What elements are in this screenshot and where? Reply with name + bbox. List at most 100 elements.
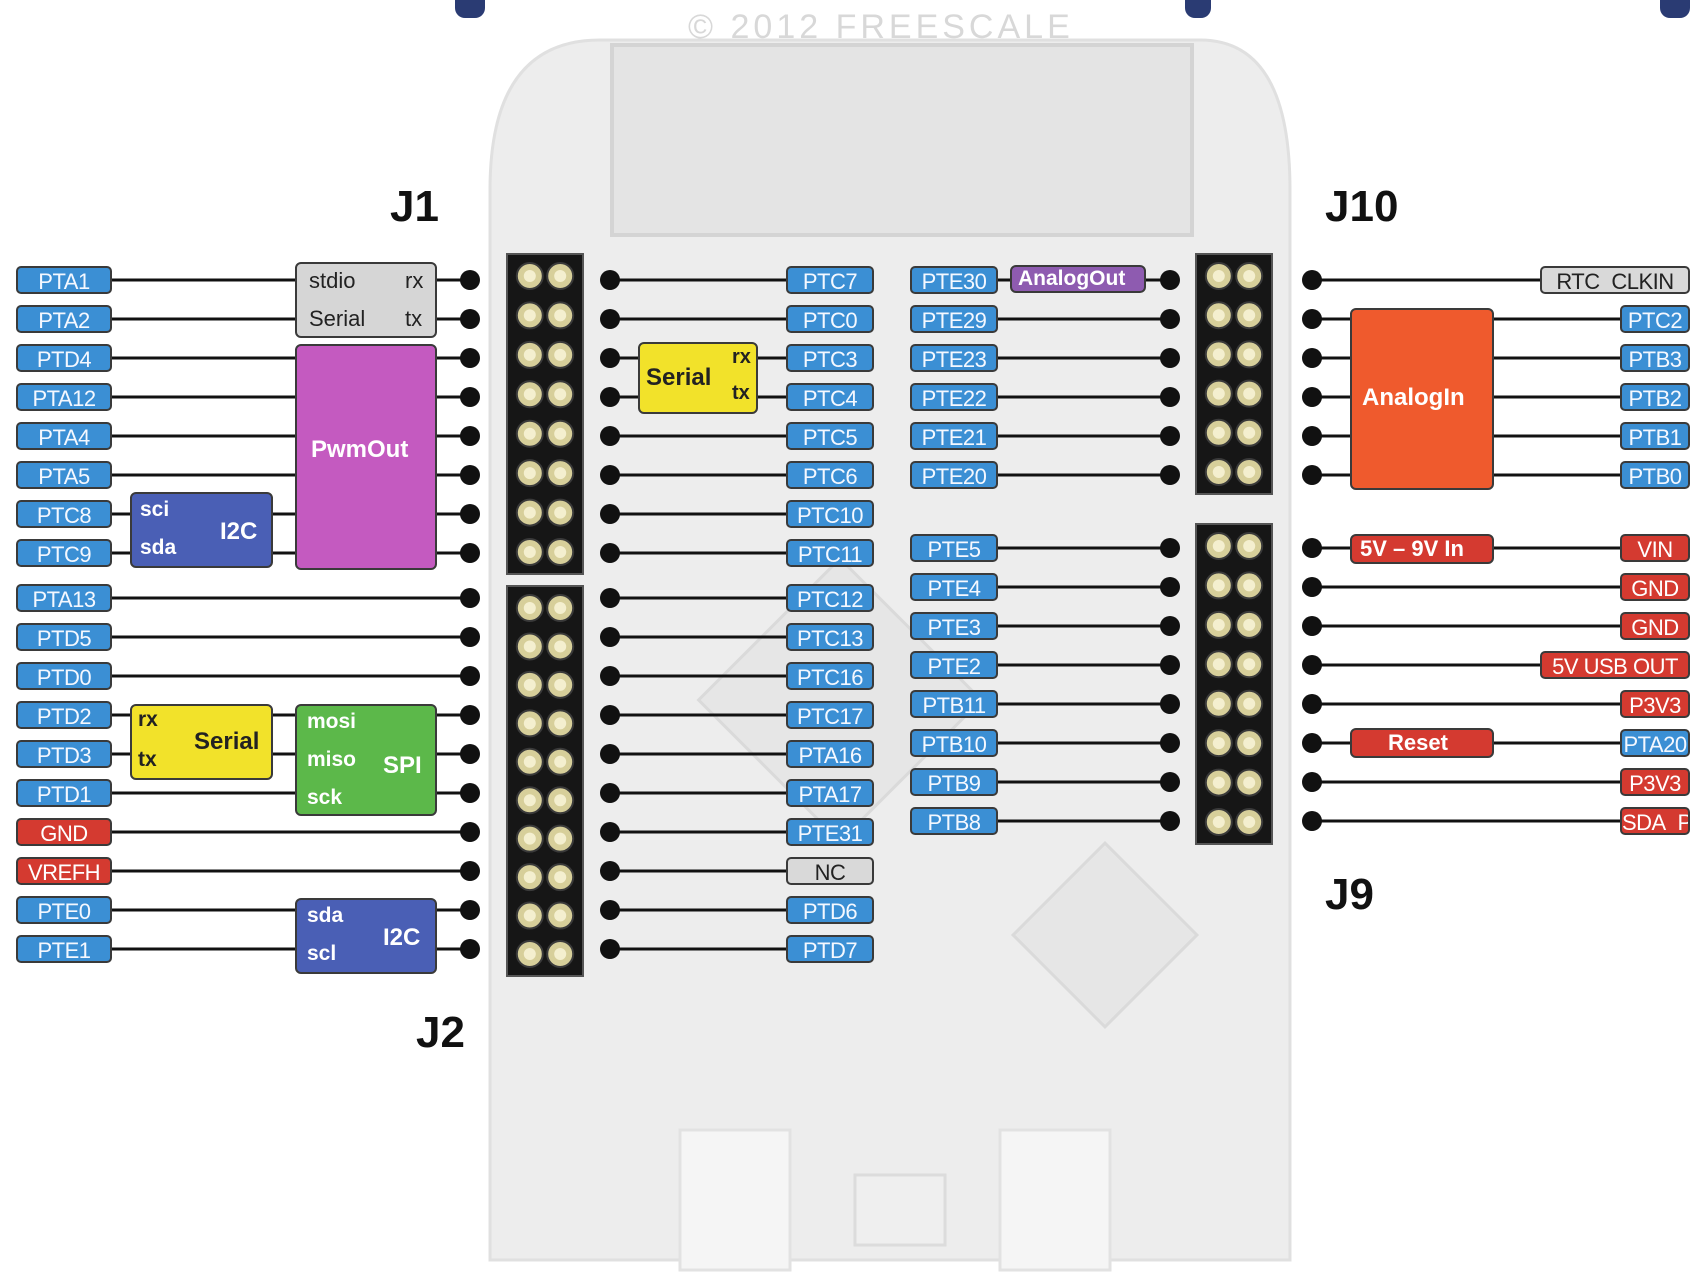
pin-endpoint bbox=[1302, 348, 1322, 368]
pin-label: PTD0 bbox=[16, 662, 112, 690]
pin-endpoint bbox=[600, 504, 620, 524]
header-pin-hole bbox=[524, 794, 536, 806]
header-pin-hole bbox=[524, 388, 536, 400]
pin-endpoint bbox=[600, 270, 620, 290]
pin-label: PTD6 bbox=[786, 896, 874, 924]
pin-endpoint bbox=[1302, 387, 1322, 407]
header-pin-hole bbox=[554, 428, 566, 440]
pin-label: PTC7 bbox=[786, 266, 874, 294]
pin-endpoint bbox=[1160, 387, 1180, 407]
header-pin-hole bbox=[524, 833, 536, 845]
pin-endpoint bbox=[460, 348, 480, 368]
header-pin-hole bbox=[554, 794, 566, 806]
header-pin-hole bbox=[524, 756, 536, 768]
pin-label: PTC16 bbox=[786, 662, 874, 690]
pin-label: PTE4 bbox=[910, 573, 998, 601]
header-pin-hole bbox=[1243, 540, 1255, 552]
header-pin-hole bbox=[554, 910, 566, 922]
spi-block: mosi miso sck SPI bbox=[295, 704, 437, 816]
mosi-label: mosi bbox=[307, 710, 356, 734]
pin-label: GND bbox=[1620, 573, 1690, 601]
pin-label: PTD4 bbox=[16, 344, 112, 372]
header-pin-hole bbox=[1213, 540, 1225, 552]
pin-endpoint bbox=[1302, 577, 1322, 597]
pin-label: VREFH bbox=[16, 857, 112, 885]
pin-endpoint bbox=[600, 543, 620, 563]
pin-endpoint bbox=[600, 309, 620, 329]
header-pin-hole bbox=[1213, 816, 1225, 828]
pin-endpoint bbox=[1160, 348, 1180, 368]
rx-label: rx bbox=[138, 708, 158, 732]
analogout-label: AnalogOut bbox=[1018, 267, 1125, 291]
header-pin-hole bbox=[1213, 698, 1225, 710]
pin-endpoint bbox=[600, 900, 620, 920]
board-window bbox=[612, 45, 1192, 235]
header-pin-hole bbox=[524, 507, 536, 519]
pin-endpoint bbox=[1160, 694, 1180, 714]
pin-label: PTE31 bbox=[786, 818, 874, 846]
header-pin-hole bbox=[1213, 388, 1225, 400]
pin-endpoint bbox=[1302, 733, 1322, 753]
pin-endpoint bbox=[600, 783, 620, 803]
pin-label: P3V3 bbox=[1620, 768, 1690, 796]
pin-label: PTB1 bbox=[1620, 422, 1690, 450]
pin-label: PTC10 bbox=[786, 500, 874, 528]
header-pin-hole bbox=[1243, 309, 1255, 321]
pin-label: PTD2 bbox=[16, 701, 112, 729]
pin-endpoint bbox=[460, 270, 480, 290]
header-pin-hole bbox=[1243, 698, 1255, 710]
header-pin-hole bbox=[1243, 777, 1255, 789]
pin-endpoint bbox=[1160, 270, 1180, 290]
pin-endpoint bbox=[600, 387, 620, 407]
pin-endpoint bbox=[460, 939, 480, 959]
reset-switch bbox=[855, 1175, 945, 1245]
header-pin-hole bbox=[1243, 658, 1255, 670]
header-j10-label: J10 bbox=[1325, 182, 1398, 232]
pin-label: PTD1 bbox=[16, 779, 112, 807]
pin-label: PTE3 bbox=[910, 612, 998, 640]
header-pin-hole bbox=[1213, 466, 1225, 478]
pin-label: PTD3 bbox=[16, 740, 112, 768]
header-j9-label: J9 bbox=[1325, 870, 1374, 920]
header-j2-label: J2 bbox=[416, 1008, 465, 1058]
header-pin-hole bbox=[524, 309, 536, 321]
sck-label: sck bbox=[307, 786, 342, 810]
pin-label: PTE5 bbox=[910, 534, 998, 562]
header-j10 bbox=[1196, 254, 1272, 494]
pin-label: PTB0 bbox=[1620, 461, 1690, 489]
pin-endpoint bbox=[600, 744, 620, 764]
header-j1 bbox=[507, 254, 583, 574]
board-copyright: © 2012 FREESCALE bbox=[688, 8, 1074, 47]
pin-endpoint bbox=[1302, 270, 1322, 290]
pin-endpoint bbox=[1302, 772, 1322, 792]
header-pin-hole bbox=[524, 717, 536, 729]
header-pin-hole bbox=[1213, 270, 1225, 282]
pin-endpoint bbox=[460, 426, 480, 446]
tx-label: tx bbox=[732, 382, 750, 405]
header-pin-hole bbox=[554, 679, 566, 691]
pin-label: PTA12 bbox=[16, 383, 112, 411]
pin-endpoint bbox=[1302, 465, 1322, 485]
pin-endpoint bbox=[600, 588, 620, 608]
miso-label: miso bbox=[307, 748, 356, 772]
pin-label: VIN bbox=[1620, 534, 1690, 562]
pin-endpoint bbox=[1302, 811, 1322, 831]
header-pin-hole bbox=[1213, 348, 1225, 360]
pin-endpoint bbox=[1302, 538, 1322, 558]
header-j9 bbox=[1196, 524, 1272, 844]
pin-label: PTC2 bbox=[1620, 305, 1690, 333]
pin-endpoint bbox=[600, 465, 620, 485]
usb-connector bbox=[1000, 1130, 1110, 1270]
header-pin-hole bbox=[524, 428, 536, 440]
pin-label: GND bbox=[16, 818, 112, 846]
pin-endpoint bbox=[600, 939, 620, 959]
header-pin-hole bbox=[524, 546, 536, 558]
pin-label: PTB10 bbox=[910, 729, 998, 757]
pin-label: PTE2 bbox=[910, 651, 998, 679]
header-pin-hole bbox=[1213, 579, 1225, 591]
pin-endpoint bbox=[1160, 655, 1180, 675]
header-pin-hole bbox=[524, 910, 536, 922]
pin-label: PTB9 bbox=[910, 768, 998, 796]
pin-label: PTC8 bbox=[16, 500, 112, 528]
header-j1-label: J1 bbox=[390, 182, 439, 232]
